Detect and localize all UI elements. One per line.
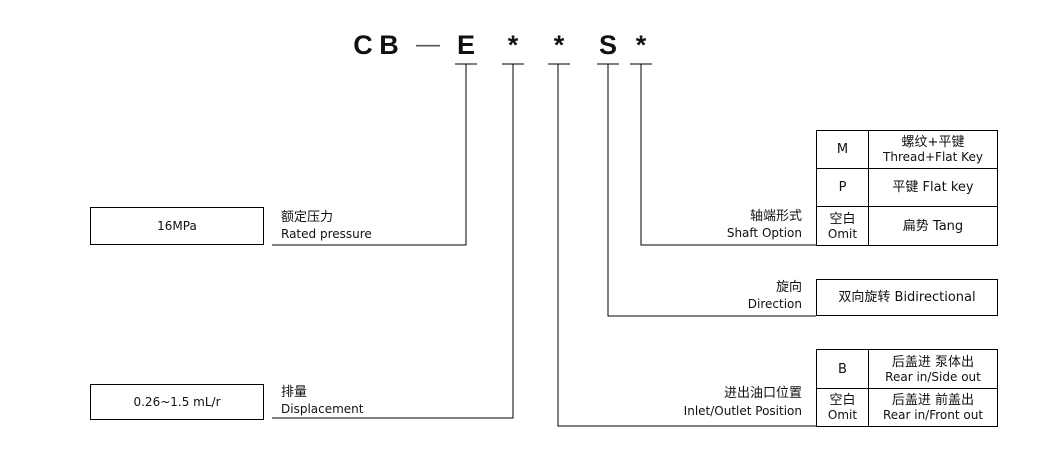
code-letter-c: C <box>353 30 373 60</box>
shaft-option-code: M <box>816 130 869 169</box>
pressure-label-en: Rated pressure <box>281 227 372 241</box>
pressure-value-box: 16MPa <box>90 207 264 245</box>
leader-s <box>607 64 816 317</box>
displacement-label-en: Displacement <box>281 402 364 416</box>
code-letter-b: B <box>379 30 399 60</box>
code-letter-e: E <box>456 30 475 60</box>
code-star-2: * <box>553 30 565 60</box>
port-option-code: 空白 Omit <box>816 388 869 427</box>
displacement-value: 0.26~1.5 mL/r <box>133 395 221 409</box>
port-option-code: B <box>816 349 869 389</box>
shaft-option-desc: 螺纹+平键 Thread+Flat Key <box>868 130 998 169</box>
leader-e <box>272 64 467 246</box>
leader-star2 <box>557 64 816 427</box>
code-dash: — <box>416 31 440 58</box>
shaft-option-code: 空白 Omit <box>816 206 869 246</box>
leader-star1 <box>272 64 514 419</box>
shaft-option-desc: 扁势 Tang <box>868 206 998 246</box>
direction-label-en: Direction <box>747 297 802 311</box>
port-label-en: Inlet/Outlet Position <box>683 404 802 418</box>
shaft-option-desc: 平键 Flat key <box>868 168 998 207</box>
code-star-3: * <box>635 30 647 60</box>
direction-value: 双向旋转 Bidirectional <box>838 290 976 305</box>
code-letter-s: S <box>598 30 617 60</box>
displacement-value-box: 0.26~1.5 mL/r <box>90 384 264 420</box>
shaft-label-cn: 轴端形式 <box>749 209 802 224</box>
port-option-desc: 后盖进 泵体出 Rear in/Side out <box>868 349 998 389</box>
leader-star3 <box>640 64 816 246</box>
direction-value-box: 双向旋转 Bidirectional <box>816 279 998 316</box>
port-option-desc: 后盖进 前盖出 Rear in/Front out <box>868 388 998 427</box>
pressure-label-cn: 额定压力 <box>281 210 334 225</box>
direction-label-cn: 旋向 <box>775 280 802 295</box>
shaft-label-en: Shaft Option <box>726 226 802 240</box>
code-star-1: * <box>507 30 519 60</box>
port-label-cn: 进出油口位置 <box>723 386 802 401</box>
pressure-value: 16MPa <box>157 219 197 233</box>
shaft-option-code: P <box>816 168 869 207</box>
displacement-label-cn: 排量 <box>281 385 308 400</box>
